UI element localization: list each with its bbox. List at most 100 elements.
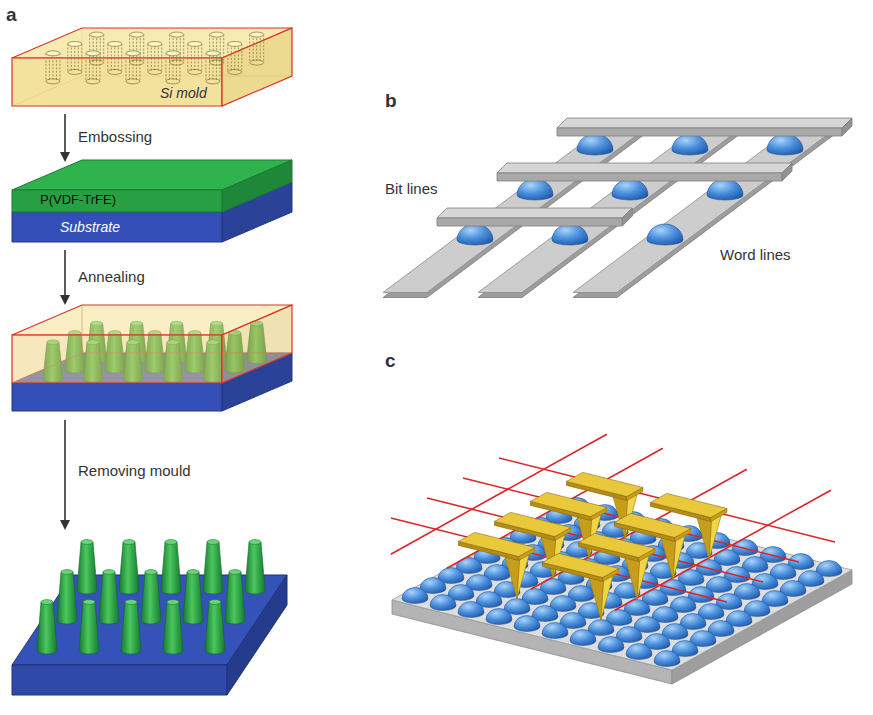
pillar-hole (212, 53, 213, 81)
memory-cell (577, 134, 613, 155)
pillar-hole (67, 44, 68, 72)
pillar-hole (121, 44, 122, 72)
bit-line (437, 208, 632, 218)
pillar-hole (56, 53, 57, 81)
polymer-cone (205, 602, 225, 654)
memory-cell (654, 651, 680, 667)
polymer-cone (225, 572, 245, 624)
pillar-hole (85, 53, 86, 81)
cone-top (83, 600, 95, 605)
bit-line (557, 118, 852, 128)
arrow-head (60, 520, 70, 530)
pillar-hole (198, 44, 199, 72)
pillar-hole (158, 44, 159, 72)
pillar-hole (130, 32, 144, 37)
cone-top (125, 600, 137, 605)
film-on-substrate (12, 160, 292, 242)
pillar-hole (256, 35, 257, 63)
memory-cell (457, 224, 493, 245)
pillar-hole (99, 53, 100, 81)
pillar-hole (52, 53, 53, 81)
cantilever (567, 472, 643, 496)
pillar-hole (209, 53, 210, 81)
polymer-cone (183, 572, 203, 624)
process-arrow (60, 420, 70, 530)
pillar-hole (201, 44, 202, 72)
step-label: Embossing (78, 128, 152, 145)
pillar-hole (151, 44, 152, 72)
probe-storage (392, 500, 852, 684)
arrow-shaft (64, 420, 66, 521)
pillar-hole (114, 44, 115, 72)
polymer-cone (163, 602, 183, 654)
pillar-hole (111, 44, 112, 72)
part-name: Word lines (720, 246, 791, 263)
arrow-shaft (64, 114, 66, 153)
pillar-hole (253, 35, 254, 63)
pillar-hole (103, 35, 104, 63)
memory-cell (402, 588, 428, 604)
cantilevers (459, 472, 727, 619)
pillar-hole (59, 53, 60, 81)
memory-cell (542, 623, 568, 639)
cone-top (167, 600, 179, 605)
pillar-hole (165, 53, 166, 81)
bit-line-end (782, 163, 792, 181)
panel-letter: b (385, 90, 397, 112)
pillar-hole (210, 32, 224, 37)
address-line (391, 434, 607, 554)
box-front-face (12, 58, 222, 106)
step-label: Removing mould (78, 462, 191, 479)
pillar-hole (166, 51, 180, 56)
pillar-hole (129, 53, 130, 81)
polymer-cone (57, 572, 77, 624)
memory-cell (552, 224, 588, 245)
part-name: Bit lines (385, 180, 438, 197)
pillar-hole (74, 44, 75, 72)
domes (402, 498, 842, 667)
pillar-hole (234, 44, 235, 72)
cantilever (495, 512, 571, 536)
cantilever (459, 532, 535, 556)
box-front-face (12, 665, 227, 695)
pillar-hole (238, 44, 239, 72)
cone-top (207, 540, 219, 545)
cone-top (249, 540, 261, 545)
polymer-cone (77, 542, 97, 594)
memory-cell (517, 179, 553, 200)
pillar-hole (161, 44, 162, 72)
pillar-hole (179, 53, 180, 81)
pillar-hole (81, 44, 82, 72)
cone-top (187, 570, 199, 575)
pillar-hole (126, 51, 140, 56)
cone-top (145, 570, 157, 575)
step-label: Annealing (78, 268, 145, 285)
cone-top (81, 540, 93, 545)
pillar-hole (206, 51, 220, 56)
memory-cell (570, 630, 596, 646)
pillar-hole (132, 53, 133, 81)
polymer-cone (245, 542, 265, 594)
polymer-cone (79, 602, 99, 654)
cone-top (123, 540, 135, 545)
layer-name: P(VDF-TrFE) (40, 193, 116, 208)
pillar-hole (227, 44, 228, 72)
part-name: Si mold (160, 85, 207, 101)
cone-top (229, 570, 241, 575)
cone-top (103, 570, 115, 575)
pillar-hole (143, 35, 144, 63)
pillar-hole (136, 53, 137, 81)
panel-letter: a (6, 4, 17, 26)
pillar-hole (223, 35, 224, 63)
pillar-hole (86, 51, 100, 56)
pillar-hole (147, 44, 148, 72)
arrow-head (60, 152, 70, 162)
cantilever (579, 533, 655, 557)
pillar-hole (139, 53, 140, 81)
pillar-hole (46, 51, 60, 56)
pillar-hole (49, 53, 50, 81)
box-front-face (12, 190, 222, 212)
pillar-hole (89, 53, 90, 81)
bit-line (497, 163, 792, 173)
